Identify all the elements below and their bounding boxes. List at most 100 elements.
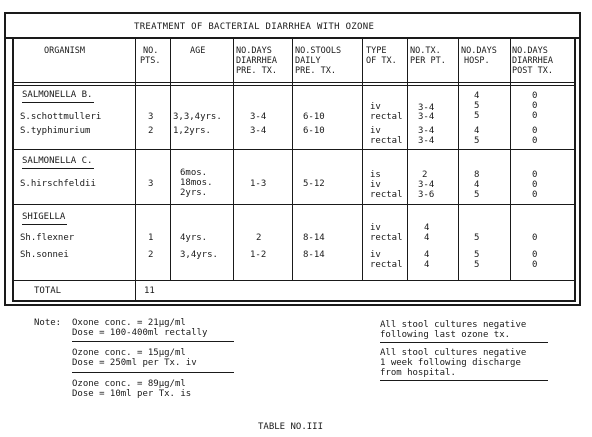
table-inner-border [12,39,576,302]
header-tx-1: NO.TX. [410,46,441,56]
note-line: Dose = 10ml per Tx. is [72,389,192,399]
header-divider [12,85,576,86]
group-divider [12,204,576,205]
note-line: Ozone conc. = 15μg/ml [72,348,186,358]
col-divider [292,39,293,281]
header-tx-2: PER PT. [410,56,446,66]
header-type-1: TYPE [366,46,387,56]
header-days-pre-2: DIARRHEA [236,56,277,66]
col-divider [233,39,234,281]
note-right-line: following last ozone tx. [380,330,511,340]
cell-post: 0 [532,180,538,190]
note-right-line: All stool cultures negative [380,348,527,358]
total-divider [12,280,576,281]
cell-organism: S.schottmulleri [20,112,102,122]
note-divider [72,372,234,373]
cell-age: 3,3,4yrs. [173,112,222,122]
cell-tx: 3-4 [418,180,435,190]
cell-hosp: 4 [474,126,480,136]
header-stools-1: NO.STOOLS [295,46,342,56]
cell-hosp: 5 [474,190,480,200]
cell-age: 1,2yrs. [173,126,211,136]
note-right-line: 1 week following discharge [380,358,521,368]
cell-type: rectal [370,136,403,146]
cell-tx: 4 [424,250,430,260]
cell-tx: 2 [422,170,428,180]
cell-hosp: 5 [474,250,480,260]
cell-tx: 3-4 [418,112,435,122]
cell-type: rectal [370,233,403,243]
cell-organism: S.hirschfeldii [20,179,96,189]
col-divider [170,39,171,281]
header-days-pre-1: NO.DAYS [236,46,272,56]
cell-tx: 4 [424,223,430,233]
header-post-3: POST TX. [512,66,553,76]
cell-post: 0 [532,136,538,146]
col-divider [458,39,459,281]
col-divider [135,39,136,302]
cell-hosp: 5 [474,260,480,270]
header-organism: ORGANISM [44,46,85,56]
note-line: Dose = 250ml per Tx. iv [72,358,197,368]
note-right-line: All stool cultures negative [380,320,527,330]
header-hosp-1: NO.DAYS [461,46,497,56]
cell-age: 4yrs. [180,233,208,243]
cell-stools: 6-10 [303,112,325,122]
cell-pts: 2 [148,126,154,136]
cell-post: 0 [532,170,538,180]
cell-hosp: 8 [474,170,480,180]
cell-age: 6mos. [180,168,208,178]
cell-hosp: 5 [474,233,480,243]
cell-type: iv [370,250,381,260]
cell-age: 3,4yrs. [180,250,218,260]
header-age: AGE [190,46,206,56]
col-divider [407,39,408,281]
cell-tx: 4 [424,233,430,243]
cell-hosp: 5 [474,101,480,111]
title-divider [4,37,581,39]
cell-stools: 6-10 [303,126,325,136]
cell-type: rectal [370,112,403,122]
cell-organism: Sh.flexner [20,233,75,243]
cell-type: rectal [370,260,403,270]
cell-days-pre: 3-4 [250,126,267,136]
cell-post: 0 [532,126,538,136]
cell-organism: S.typhimurium [20,126,91,136]
note-line: Dose = 100-400ml rectally [72,328,208,338]
cell-type: iv [370,102,381,112]
cell-pts: 2 [148,250,154,260]
cell-tx: 3-4 [418,103,435,113]
cell-days-pre: 1-3 [250,179,267,189]
total-label: TOTAL [34,286,62,296]
header-stools-3: PRE. TX. [295,66,336,76]
cell-stools: 5-12 [303,179,325,189]
cell-type: rectal [370,190,403,200]
table-title: TREATMENT OF BACTERIAL DIARRHEA WITH OZO… [134,22,375,32]
cell-type: iv [370,223,381,233]
group-name: SHIGELLA [22,212,66,222]
header-stools-2: DAILY [295,56,321,66]
cell-post: 0 [532,260,538,270]
header-post-1: NO.DAYS [512,46,548,56]
header-days-pre-3: PRE. TX. [236,66,277,76]
cell-tx: 3-4 [418,126,435,136]
cell-post: 0 [532,233,538,243]
header-post-2: DIARRHEA [512,56,553,66]
note-line: Oxone conc. = 21μg/ml [72,318,186,328]
cell-age: 18mos. [180,178,213,188]
header-hosp-2: HOSP. [464,56,490,66]
cell-type: iv [370,126,381,136]
cell-tx: 3-6 [418,190,435,200]
cell-post: 0 [532,111,538,121]
group-underline [22,168,94,169]
table-caption: TABLE NO.III [258,422,324,432]
header-divider [12,82,576,83]
cell-type: iv [370,180,381,190]
cell-hosp: 5 [474,111,480,121]
group-divider [12,149,576,150]
cell-hosp: 4 [474,91,480,101]
cell-days-pre: 1-2 [250,250,267,260]
header-type-2: OF TX. [366,56,397,66]
cell-stools: 8-14 [303,250,325,260]
